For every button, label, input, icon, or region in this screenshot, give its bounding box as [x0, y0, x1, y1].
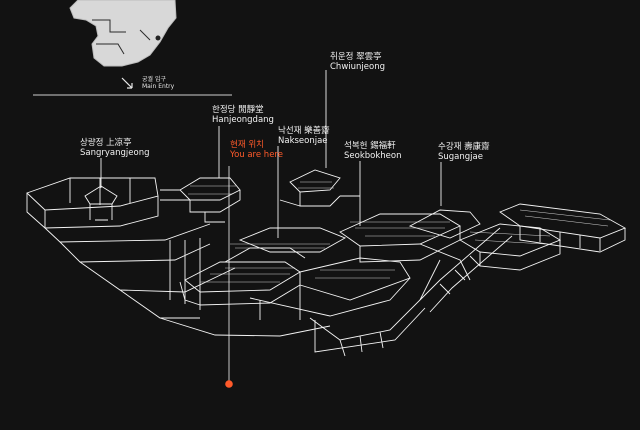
sugangjae-ko: 수강재 壽康齋: [438, 142, 490, 152]
nakseonjae-en: Nakseonjae: [278, 136, 328, 146]
inset-current-position-dot: [155, 35, 161, 41]
label-chwiunjeong: 취운정 翠雲亭 Chwiunjeong: [330, 52, 385, 72]
you-are-here-en: You are here: [230, 150, 283, 160]
sangryangjeong-en: Sangryangjeong: [80, 148, 150, 158]
label-sangryangjeong: 상량정 上凉亭 Sangryangjeong: [80, 138, 149, 158]
entry-arrow-icon: [121, 77, 133, 89]
chwiunjeong-ko: 취운정 翠雲亭: [330, 52, 382, 62]
label-nakseonjae: 낙선재 樂善齋 Nakseonjae: [278, 126, 330, 146]
building-outlines: [26, 169, 627, 357]
hanjeongdang-ko: 한정당 閒靜堂: [212, 105, 264, 115]
main-entry-en: Main Entry: [142, 83, 175, 90]
you-are-here-marker: [225, 380, 233, 388]
sugangjae-en: Sugangjae: [438, 152, 483, 162]
hanjeongdang-en: Hanjeongdang: [212, 115, 274, 125]
label-sugangjae: 수강재 壽康齋 Sugangjae: [438, 142, 490, 162]
label-you-are-here: 현재 위치 You are here: [230, 140, 283, 160]
sangryangjeong-ko: 상량정 上凉亭: [80, 138, 132, 148]
label-hanjeongdang: 한정당 閒靜堂 Hanjeongdang: [212, 105, 274, 125]
label-seokbokheon: 석복헌 錫福軒 Seokbokheon: [344, 141, 401, 161]
chwiunjeong-en: Chwiunjeong: [330, 62, 385, 72]
you-are-here-ko: 현재 위치: [230, 140, 264, 150]
inset-map: [69, 0, 177, 67]
label-leader-lines: [100, 70, 442, 382]
nakseonjae-ko: 낙선재 樂善齋: [278, 126, 330, 136]
seokbokheon-en: Seokbokheon: [344, 151, 402, 161]
inset-map-grounds: [69, 0, 177, 67]
seokbokheon-ko: 석복헌 錫福軒: [344, 141, 396, 151]
main-entry-ko: 궁궐 입구: [142, 76, 166, 83]
main-entry-label: 궁궐 입구 Main Entry: [142, 76, 174, 90]
